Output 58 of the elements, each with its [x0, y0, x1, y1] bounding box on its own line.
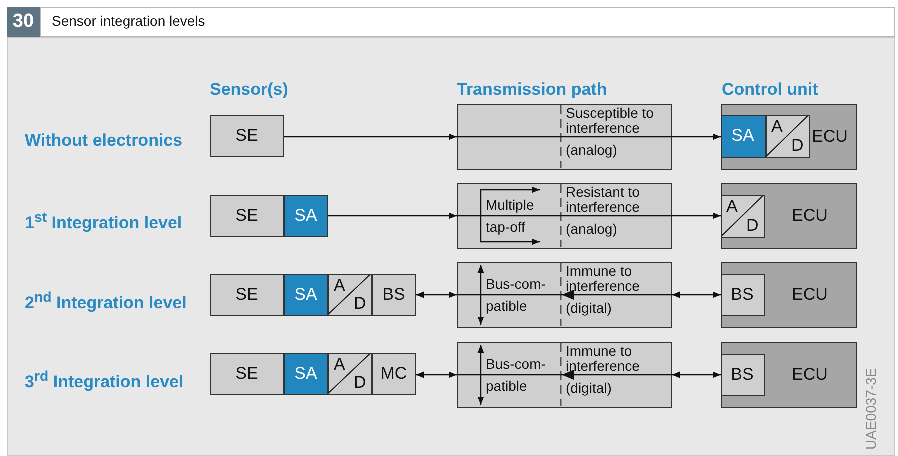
- unit-label: ECU: [792, 285, 828, 304]
- figure-number: 30: [7, 7, 40, 37]
- bus-interface-box: BS: [372, 274, 416, 316]
- converter-letter: D: [354, 373, 366, 392]
- signal-processing-box: SA: [284, 195, 328, 237]
- column-heading: Control unit: [722, 80, 818, 99]
- transmission-box: [457, 104, 672, 170]
- unit-label: ECU: [812, 127, 848, 146]
- unit-label: ECU: [792, 365, 828, 384]
- signal-processing-box: SA: [284, 353, 328, 395]
- figure-title: Sensor integration levels: [52, 14, 206, 29]
- converter-letter: D: [746, 216, 759, 234]
- control-unit-box: [721, 262, 857, 328]
- sensor-element-box: SE: [210, 353, 284, 395]
- path-text: (analog): [566, 222, 618, 236]
- column-heading: Sensor(s): [210, 80, 288, 99]
- converter-letter: D: [354, 294, 366, 313]
- column-heading: Transmission path: [457, 80, 608, 99]
- bus-interface-box: BS: [720, 274, 764, 316]
- sensor-element-box: SE: [210, 115, 284, 157]
- row-label: 1$^{st}$ Integration level: [25, 209, 182, 233]
- row-label: Without electronics: [25, 131, 183, 150]
- figure-code: UAE0037-3E: [864, 368, 879, 450]
- arrow: [672, 292, 721, 298]
- control-unit-box: [721, 342, 857, 408]
- converter-letter: A: [726, 196, 738, 216]
- path-text: (digital): [566, 300, 612, 316]
- arrow: [416, 292, 457, 298]
- sensor-element-box: SE: [210, 274, 284, 316]
- path-text: Immune to interference: [566, 344, 641, 374]
- sensor-element-box: SE: [210, 195, 284, 237]
- row-label: 3$^{rd}$ Integration level: [25, 368, 184, 392]
- arrow: [672, 372, 721, 378]
- path-text: Bus-com- patible: [486, 274, 547, 316]
- path-text: Resistant to interference: [566, 185, 641, 215]
- converter-letter: D: [792, 136, 804, 154]
- path-text: Susceptible to interference: [566, 106, 655, 136]
- converter-letter: A: [334, 276, 346, 295]
- unit-label: ECU: [792, 206, 828, 225]
- arrow: [416, 372, 457, 378]
- converter-letter: A: [772, 116, 783, 136]
- signal-processing-box: SA: [720, 114, 766, 158]
- bus-interface-box: BS: [720, 354, 764, 396]
- path-text: (analog): [566, 142, 618, 158]
- arrow: [328, 212, 457, 220]
- path-text: Bus-com- patible: [486, 354, 547, 396]
- converter-letter: A: [334, 355, 346, 374]
- arrow: [284, 134, 457, 140]
- arrow: [672, 134, 721, 140]
- row-label: 2$^{nd}$ Integration level: [25, 289, 187, 313]
- path-text: (digital): [566, 380, 612, 396]
- arrow: [672, 212, 721, 220]
- path-text: Multiple tap-off: [486, 196, 536, 237]
- control-unit-box: [721, 183, 857, 249]
- control-unit-box: [721, 104, 857, 170]
- bus-interface-box: MC: [372, 353, 416, 395]
- signal-processing-box: SA: [284, 274, 328, 316]
- path-text: Immune to interference: [566, 264, 641, 294]
